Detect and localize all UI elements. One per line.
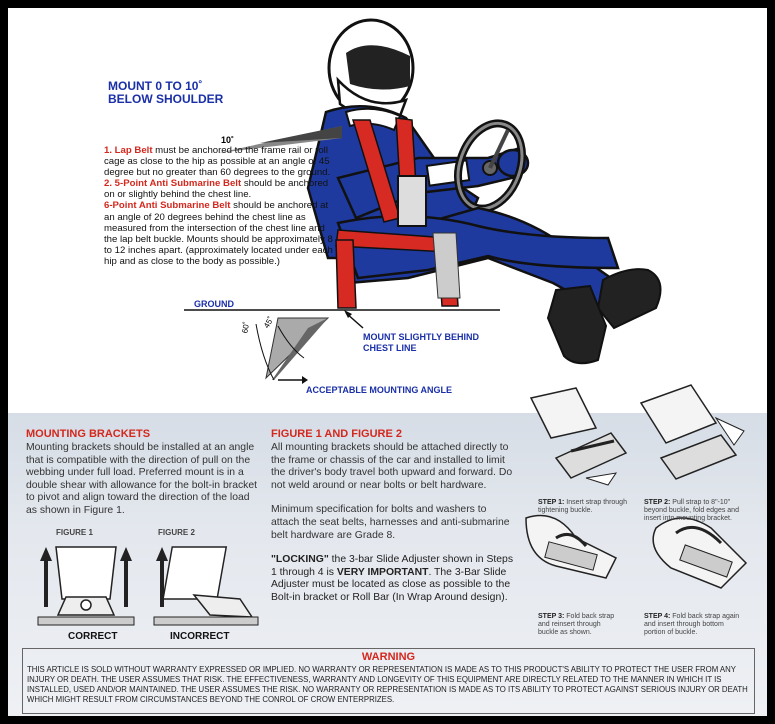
step2-caption: STEP 2: Pull strap to 8"-10" beyond buck… [644, 499, 754, 523]
warning-box: WARNING THIS ARTICLE IS SOLD WITHOUT WAR… [22, 648, 755, 714]
instruction-sheet: MOUNT 0 TO 10˚ BELOW SHOULDER 10˚ 1. Lap… [8, 8, 767, 716]
figure-section-title: FIGURE 1 AND FIGURE 2 [271, 428, 402, 440]
six-point-label: 6-Point Anti Submarine Belt [104, 200, 231, 212]
mount-behind-line1: MOUNT SLIGHTLY BEHIND [363, 332, 480, 342]
step3-label: STEP 3: [538, 613, 565, 620]
step1-text: Insert strap through tightening buckle. [538, 499, 627, 514]
figure1-label: FIGURE 1 [56, 528, 93, 537]
belt-notes: 1. Lap Belt must be anchored to the fram… [104, 145, 336, 267]
five-point-label: 2. 5-Point Anti Submarine Belt [104, 178, 242, 190]
step1-buckle-icon [529, 387, 628, 486]
locking-text-b: . The 3-Bar Slide Adjuster must be locat… [271, 566, 511, 603]
mount-behind-line2: CHEST LINE [363, 343, 417, 353]
very-important-label: VERY IMPORTANT [336, 566, 429, 578]
acceptable-angle-label: ACCEPTABLE MOUNTING ANGLE [306, 385, 452, 395]
figure-section-text: All mounting brackets should be attached… [271, 442, 515, 605]
boot-icon [596, 268, 662, 330]
step4-label: STEP 4: [644, 613, 671, 620]
step2-text: Pull strap to 8"-10" beyond buckle, fold… [644, 499, 739, 522]
incorrect-bracket-icon [153, 546, 259, 626]
figure-para2: Minimum specification for bolts and wash… [271, 504, 510, 541]
lap-belt-label: 1. Lap Belt [104, 145, 153, 156]
steering-wheel-icon [454, 119, 526, 213]
mount-behind-label: MOUNT SLIGHTLY BEHIND CHEST LINE [363, 332, 503, 354]
boot-icon [546, 284, 608, 365]
step1-caption: STEP 1: Insert strap through tightening … [538, 499, 648, 515]
step3-buckle-icon [525, 514, 618, 579]
mounting-brackets-title: MOUNTING BRACKETS [26, 428, 151, 440]
step4-caption: STEP 4: Fold back strap again and insert… [644, 613, 744, 637]
heading-line1: MOUNT 0 TO 10˚ [108, 79, 203, 93]
angle-10-label: 10˚ [221, 135, 235, 145]
heading-line2: BELOW SHOULDER [108, 92, 224, 106]
mount-angle-heading: MOUNT 0 TO 10˚ BELOW SHOULDER [108, 80, 268, 106]
helmet-icon [327, 18, 415, 120]
correct-label: CORRECT [68, 631, 118, 642]
step3-caption: STEP 3: Fold back strap and reinsert thr… [538, 613, 618, 637]
step2-buckle-icon [639, 384, 745, 480]
warning-title: WARNING [361, 651, 416, 663]
step4-text: Fold back strap again and insert through… [644, 613, 740, 636]
ground-label: GROUND [194, 299, 234, 309]
incorrect-label: INCORRECT [170, 631, 230, 642]
figure2-label: FIGURE 2 [158, 528, 195, 537]
correct-bracket-icon [37, 546, 135, 626]
step3-text: Fold back strap and reinsert through buc… [538, 613, 615, 636]
locking-text-a: the 3-bar Slide Adjuster shown in Steps … [271, 554, 514, 578]
buckle-steps-illustration [525, 384, 748, 589]
figure-para1: All mounting brackets should be attached… [271, 442, 513, 491]
step4-buckle-icon [652, 517, 748, 589]
bracket-figures [37, 546, 259, 626]
mounting-brackets-text: Mounting brackets should be installed at… [26, 442, 258, 516]
warning-text: THIS ARTICLE IS SOLD WITHOUT WARRANTY EX… [27, 665, 748, 704]
step2-label: STEP 2: [644, 499, 671, 506]
instructions-panel: MOUNTING BRACKETS Mounting brackets shou… [8, 384, 767, 716]
lap-belt-text: must be anchored to the frame rail or ro… [104, 145, 331, 179]
locking-label: "LOCKING" [271, 554, 329, 566]
harness-straps [335, 117, 461, 309]
locking-para: "LOCKING" the 3-bar Slide Adjuster shown… [271, 554, 515, 604]
six-point-text: should be anchored at an angle of 20 deg… [104, 200, 333, 267]
driver-illustration [184, 18, 662, 384]
five-point-text: should be anchored on or slightly behind… [104, 178, 329, 201]
step1-label: STEP 1: [538, 499, 565, 506]
